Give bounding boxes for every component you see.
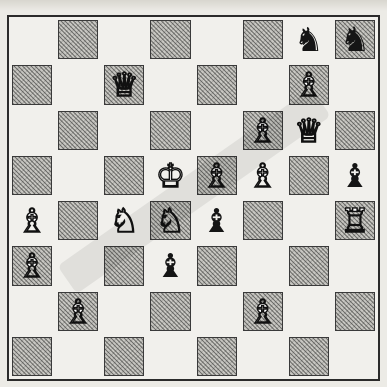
dark-square (104, 156, 144, 195)
dark-square (58, 111, 98, 150)
dark-square (289, 156, 329, 195)
dark-square (58, 201, 98, 240)
dark-square (335, 20, 375, 59)
dark-square (335, 111, 375, 150)
dark-square (150, 201, 190, 240)
dark-square (243, 292, 283, 331)
dark-square (289, 65, 329, 104)
dark-square (335, 201, 375, 240)
dark-square (243, 20, 283, 59)
white-queen-piece: ♕ (286, 108, 332, 153)
white-knight-piece: ♘ (101, 198, 147, 243)
dark-square (197, 337, 237, 376)
black-bishop-piece: ♝ (332, 153, 378, 198)
dark-square (243, 111, 283, 150)
dark-square (289, 246, 329, 285)
chess-board: ♞♞♕♗♗♕♔♗♗♝♗♘♘♝♖♗♝♗♗ (7, 15, 380, 381)
black-bishop-piece: ♝ (147, 243, 193, 288)
dark-square (12, 156, 52, 195)
dark-square (150, 111, 190, 150)
white-bishop-piece: ♗ (240, 153, 286, 198)
dark-square (243, 201, 283, 240)
white-king-piece: ♔ (147, 153, 193, 198)
dark-square (150, 292, 190, 331)
dark-square (104, 337, 144, 376)
dark-square (104, 65, 144, 104)
dark-square (150, 20, 190, 59)
dark-square (58, 292, 98, 331)
dark-square (58, 20, 98, 59)
dark-square (197, 65, 237, 104)
page-edge-strip (0, 0, 387, 11)
dark-square (12, 337, 52, 376)
dark-square (12, 246, 52, 285)
dark-square (197, 246, 237, 285)
black-knight-piece: ♞ (286, 17, 332, 62)
dark-square (289, 337, 329, 376)
dark-square (197, 156, 237, 195)
dark-square (12, 65, 52, 104)
dark-square (104, 246, 144, 285)
white-bishop-piece: ♗ (9, 198, 55, 243)
dark-square (335, 292, 375, 331)
black-bishop-piece: ♝ (194, 198, 240, 243)
